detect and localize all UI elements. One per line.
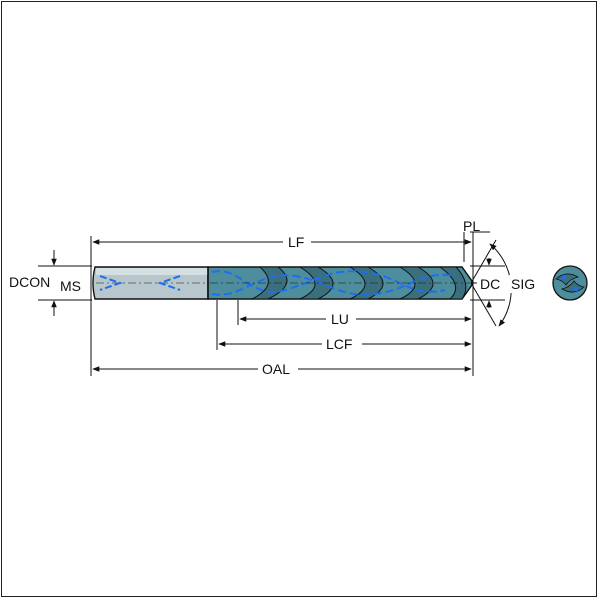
dc-label-bg [477,275,505,293]
oal-label: OAL [262,361,290,377]
lcf-label-bg [322,335,362,353]
extension-lines [38,232,505,376]
ms-label: MS [60,278,81,294]
end-view [552,265,588,301]
lf-label: LF [288,234,304,250]
lf-label-bg [283,233,311,251]
sig-label-bg [509,275,541,293]
pl-label: PL [463,218,480,234]
lu-label: LU [331,311,349,327]
drill-flutes [207,266,473,300]
dc-label: DC [480,276,500,292]
drill-shank [92,266,209,300]
lu-label-bg [326,310,356,328]
sig-label: SIG [511,276,535,292]
dimension-lines [51,231,512,372]
lcf-label: LCF [326,336,352,352]
oal-label-bg [258,360,298,378]
dcon-label: DCON [9,274,50,290]
